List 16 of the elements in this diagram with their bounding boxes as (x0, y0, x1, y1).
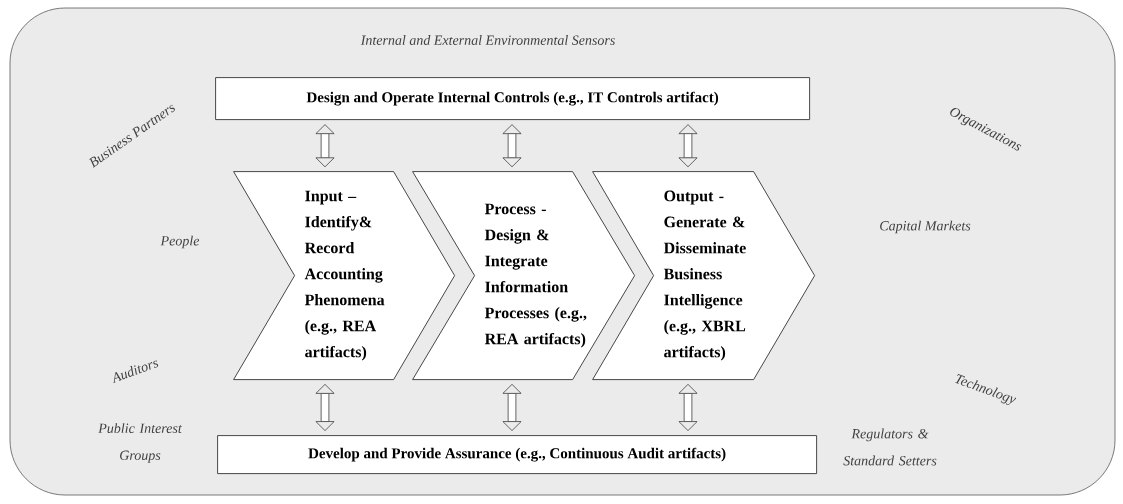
double-arrow (502, 383, 522, 431)
double-arrow (315, 383, 335, 431)
process-box: Develop and Provide Assurance (e.g., Continuous Audit artifacts) (217, 435, 818, 475)
double-arrow (678, 124, 698, 168)
double-arrow (315, 124, 335, 168)
chevron-step: Process - Design & Integrate Information Processes (e.g., REA artifacts) (412, 171, 636, 381)
stakeholder-label: Regulators & Standard Setters (843, 428, 937, 466)
double-arrow (678, 383, 698, 431)
chevron-step: Output - Generate & Disseminate Business Intelligence (e.g., XBRL artifacts) (592, 171, 816, 381)
double-arrow (502, 124, 522, 168)
process-box: Design and Operate Internal Controls (e.g., IT Controls artifact) (215, 77, 811, 121)
stakeholder-label: Auditors (113, 360, 159, 383)
stakeholder-label: People (160, 235, 200, 249)
stakeholder-label: Capital Markets (880, 220, 971, 234)
chevron-step: Input – Identify& Record Accounting Phenomena (e.g., REA artifacts) (233, 171, 456, 381)
stakeholder-label: Public Interest Groups (98, 423, 183, 463)
